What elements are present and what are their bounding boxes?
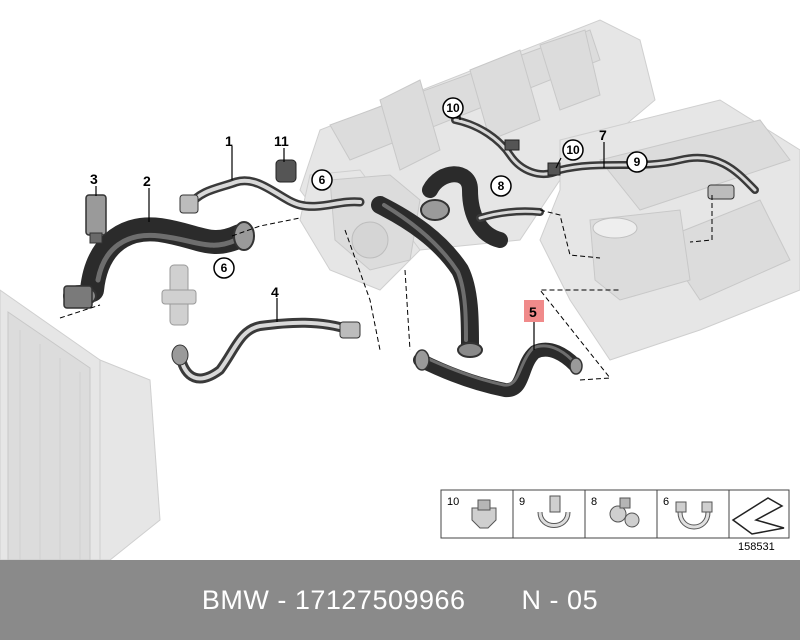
callout-10a: 10 [446,101,460,115]
callout-1: 1 [225,133,233,149]
hose-part-2 [63,217,255,309]
clamp-9-icon [537,495,571,528]
dashed-guides [59,195,713,381]
part-number-caption: BMW - 17127509966 N - 05 [201,584,599,615]
legend-cell-6 [656,489,730,539]
pipe-part-4 [171,317,361,384]
legend-number-9: 9 [519,496,525,508]
footer-bar: BMW - 17127509966 N - 05 [0,560,800,640]
callout-9: 9 [634,155,641,169]
callout-2: 2 [143,173,151,189]
reference-arrow-icon [731,497,785,535]
clamp-10-icon [471,499,497,529]
t-connector [161,264,197,326]
sensor-part-3 [85,194,107,244]
legend-cell-9 [512,489,586,539]
legend-number-6: 6 [663,496,669,508]
callout-8: 8 [498,179,505,193]
drawing-number: 158531 [738,541,775,553]
legend-number-8: 8 [591,496,597,508]
callout-5: 5 [529,304,537,320]
clamp-6-icon [675,501,713,530]
expansion-tank-ghost [589,209,691,301]
hose-part-5 [413,342,583,397]
radiator-ghost [0,289,161,560]
callout-4: 4 [271,284,279,300]
callout-10b: 10 [566,143,580,157]
connector-part-11 [275,159,297,183]
leader-lines [95,116,605,350]
callout-11: 11 [274,133,289,149]
callout-6b: 6 [221,261,228,275]
legend-number-10: 10 [447,496,459,508]
parts-diagram: 1 2 3 4 5 7 11 6 6 10 10 8 9 10 9 8 [0,19,800,560]
pipe-part-1 [179,176,365,214]
central-hose-assembly [371,166,544,358]
pipe-part-7 [451,116,759,200]
highlight-box [524,300,544,322]
clamp-8-icon [609,497,640,528]
callout-6a: 6 [319,173,326,187]
callout-3: 3 [90,171,98,187]
callout-7: 7 [599,127,607,143]
clip-legend: 10 9 8 6 158531 [440,489,790,553]
